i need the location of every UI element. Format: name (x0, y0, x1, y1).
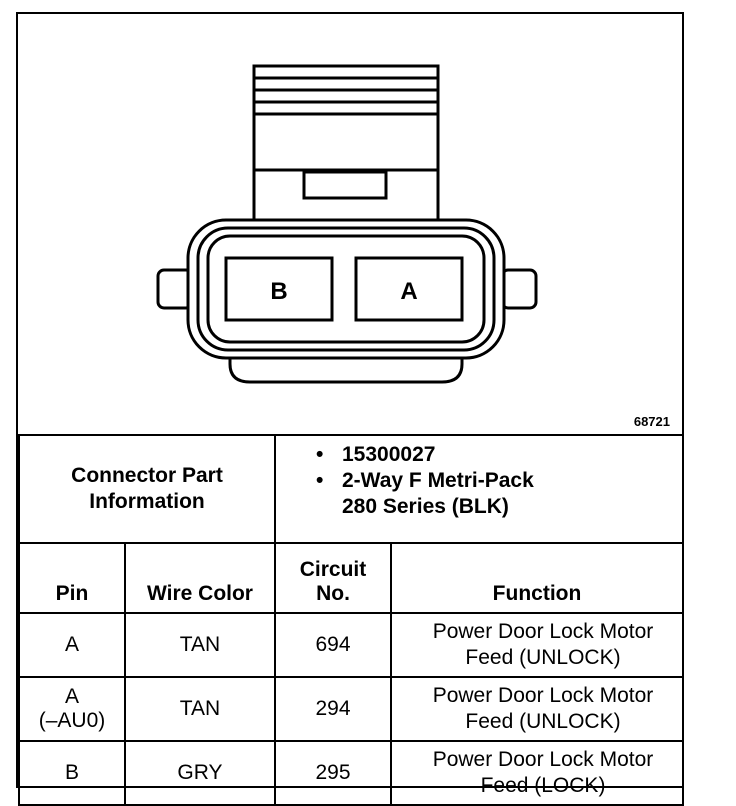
cell-circuit: 294 (274, 676, 392, 742)
cell-pin: A (18, 612, 126, 678)
header-circuit-line2: No. (316, 582, 350, 605)
table-row: A TAN 694 Power Door Lock Motor Feed (UN… (18, 612, 684, 678)
cell-circuit: 295 (274, 740, 392, 806)
connector-info-label: Connector Part Information (18, 434, 276, 544)
connector-drawing: B A (156, 64, 538, 384)
cell-pin: B (18, 740, 126, 806)
header-function: Function (390, 542, 684, 614)
cell-circuit: 694 (274, 612, 392, 678)
connector-housing-outer (186, 218, 506, 360)
connector-right-ear (500, 268, 538, 310)
info-label-line2: Information (89, 490, 205, 513)
info-label-line1: Connector Part (71, 464, 223, 487)
connector-rib (252, 100, 440, 116)
connector-rib (252, 76, 440, 92)
cell-wire: TAN (124, 612, 276, 678)
header-circuit: Circuit No. (274, 542, 392, 614)
function-line1: Power Door Lock Motor (432, 684, 654, 707)
cavity-a-label: A (400, 278, 417, 305)
function-line2: Feed (LOCK) (480, 774, 606, 797)
cavity-b (224, 256, 334, 322)
connector-housing-face (206, 234, 486, 344)
connector-terminal-body (252, 114, 440, 222)
table-row: B GRY 295 Power Door Lock Motor Feed (LO… (18, 740, 684, 806)
header-wire-color: Wire Color (124, 542, 276, 614)
header-pin: Pin (18, 542, 126, 614)
pin-option: (–AU0) (38, 709, 106, 732)
connector-rib (252, 88, 440, 104)
connector-rib (252, 64, 440, 80)
cavity-a (354, 256, 464, 322)
table-header-row: Pin Wire Color Circuit No. Function (18, 542, 684, 614)
part-number: 15300027 (316, 442, 682, 468)
diagram-frame: B A 68721 Connector Part Information 153… (16, 12, 684, 806)
cell-function: Power Door Lock Motor Feed (UNLOCK) (390, 612, 684, 678)
cell-function: Power Door Lock Motor Feed (LOCK) (390, 740, 684, 806)
function-line1: Power Door Lock Motor (432, 620, 654, 643)
cell-wire: GRY (124, 740, 276, 806)
cell-pin: A (–AU0) (18, 676, 126, 742)
pin-label: A (64, 685, 79, 708)
header-circuit-line1: Circuit (299, 558, 367, 581)
connector-series: 280 Series (BLK) (342, 495, 509, 518)
cell-function: Power Door Lock Motor Feed (UNLOCK) (390, 676, 684, 742)
connector-info-row: Connector Part Information 15300027 2-Wa… (18, 434, 684, 544)
cell-wire: TAN (124, 676, 276, 742)
connector-type: 2-Way F Metri-Pack (316, 468, 682, 494)
function-line2: Feed (UNLOCK) (465, 646, 621, 669)
function-line1: Power Door Lock Motor (432, 748, 654, 771)
function-line2: Feed (UNLOCK) (465, 710, 621, 733)
connector-table: Connector Part Information 15300027 2-Wa… (18, 434, 684, 806)
table-row: A (–AU0) TAN 294 Power Door Lock Motor F… (18, 676, 684, 742)
cavity-b-label: B (270, 278, 287, 305)
connector-latch (302, 170, 388, 200)
connector-info-list: 15300027 2-Way F Metri-Pack 280 Series (… (274, 434, 684, 544)
figure-number: 68721 (633, 414, 670, 429)
connector-housing-inner (196, 226, 496, 352)
